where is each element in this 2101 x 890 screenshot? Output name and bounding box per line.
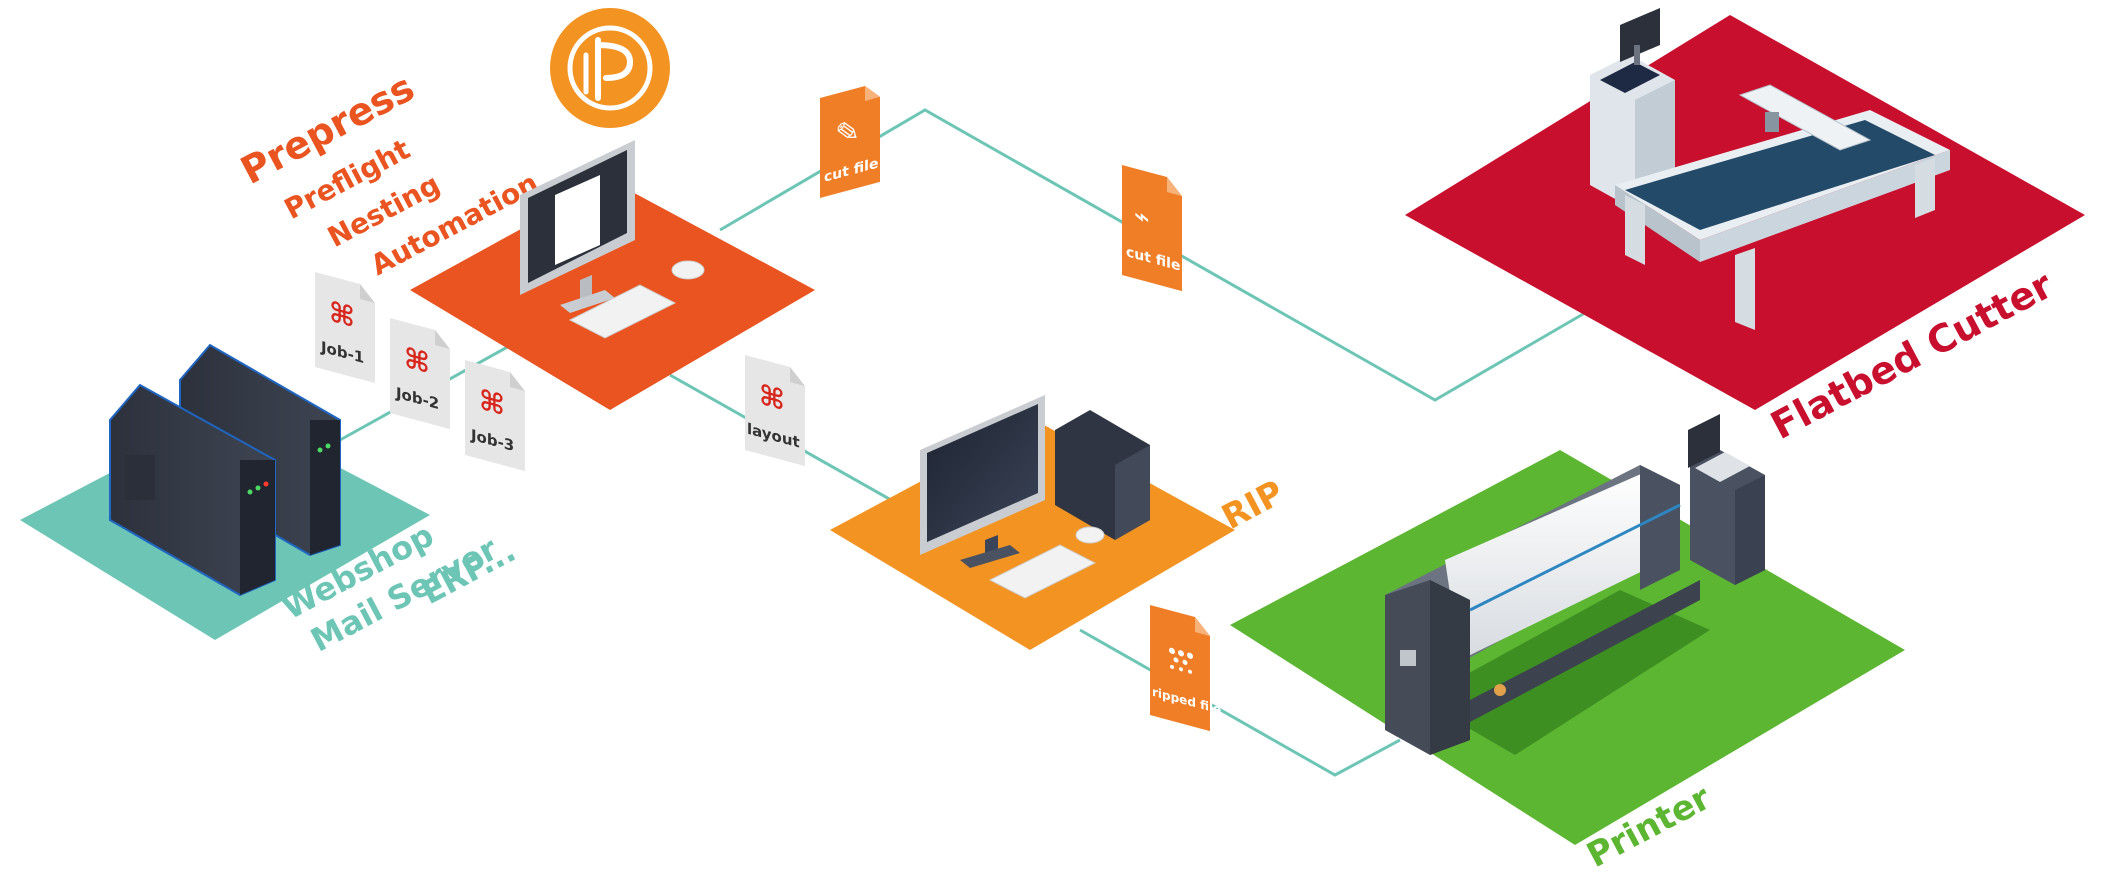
cutter-machine <box>1615 84 1950 330</box>
job-documents: ⌘ Job-1 ⌘ Job-2 ⌘ Job-3 <box>315 272 525 472</box>
job-doc-2: ⌘ Job-2 <box>390 318 450 430</box>
job-doc-3: ⌘ Job-3 <box>465 360 525 472</box>
cut-file-2: ⌁ cut file <box>1122 165 1182 292</box>
printer-machine <box>1385 465 1700 755</box>
job-doc-1: ⌘ Job-1 <box>315 272 375 384</box>
server-rack-front <box>109 383 276 597</box>
rip-mouse <box>1075 526 1105 544</box>
pen-icon: ✎ <box>835 113 860 154</box>
pdf-icon: ⌘ <box>759 378 785 417</box>
prepress-platform <box>410 180 815 410</box>
rip-monitor <box>920 395 1045 568</box>
rip-keyboard <box>988 544 1097 599</box>
pdf-icon: ⌘ <box>404 341 430 380</box>
fp-logo-icon <box>550 8 670 128</box>
prepress-mouse <box>671 260 705 280</box>
cutter-station: Flatbed Cutter <box>1405 8 2085 448</box>
printer-terminal <box>1688 414 1765 585</box>
cut-file-1: ✎ cut file <box>820 85 880 198</box>
pdf-icon: ⌘ <box>329 295 355 334</box>
halftone-icon <box>1169 647 1193 674</box>
prepress-keyboard <box>568 284 677 339</box>
prepress-monitor <box>520 140 635 313</box>
pdf-icon: ⌘ <box>479 383 505 422</box>
layout-doc: ⌘ layout <box>745 355 805 467</box>
cutter-head-icon: ⌁ <box>1134 200 1150 235</box>
ripped-file: ripped file <box>1150 605 1221 732</box>
rip-station: RIP <box>830 395 1291 650</box>
cutter-head <box>1765 112 1779 132</box>
rip-tower <box>1055 410 1150 540</box>
printer-station: Printer <box>1230 414 1905 876</box>
